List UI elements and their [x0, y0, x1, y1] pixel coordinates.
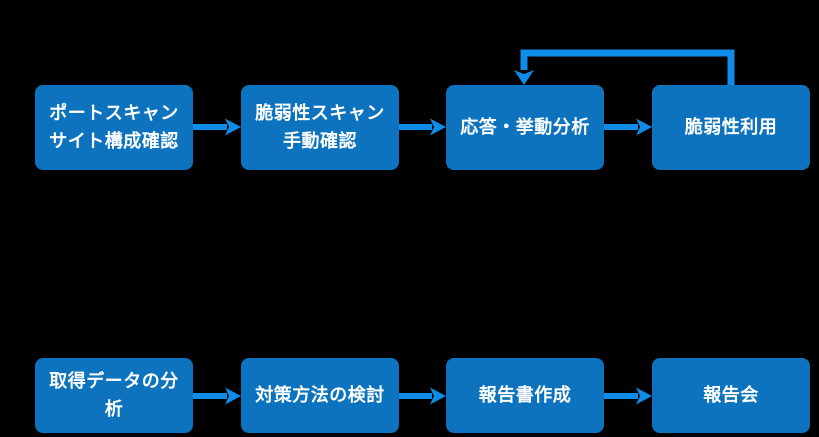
process-box-countermeasure-review: 対策方法の検討 [241, 358, 399, 433]
process-box-port-scan-site-check: ポートスキャン サイト構成確認 [35, 85, 193, 170]
process-box-debrief-meeting: 報告会 [652, 358, 810, 433]
process-box-label: 脆弱性利用 [684, 116, 778, 138]
arrow-analysis-to-exploit [604, 118, 652, 136]
process-box-label: 応答・挙動分析 [460, 116, 590, 138]
process-box-label: 取得データの分 析 [49, 370, 179, 420]
arrow-countermeasure-to-report [399, 387, 446, 405]
process-box-label: 脆弱性スキャン 手動確認 [255, 102, 385, 152]
arrow-exploit-loop-to-analysis [514, 49, 735, 85]
process-box-vuln-scan-manual-check: 脆弱性スキャン 手動確認 [241, 85, 399, 170]
arrow-vulnscan-to-analysis [399, 118, 446, 136]
process-box-label: ポートスキャン サイト構成確認 [49, 102, 179, 152]
process-box-report-writing: 報告書作成 [446, 358, 604, 433]
process-box-label: 対策方法の検討 [255, 384, 385, 406]
arrow-report-to-debrief [604, 387, 652, 405]
process-box-label: 報告書作成 [478, 384, 572, 406]
process-box-vulnerability-exploitation: 脆弱性利用 [652, 85, 810, 170]
process-box-acquired-data-analysis: 取得データの分 析 [35, 358, 193, 433]
arrow-portscan-to-vulnscan [193, 118, 241, 136]
process-box-label: 報告会 [703, 384, 759, 406]
process-box-response-behavior-analysis: 応答・挙動分析 [446, 85, 604, 170]
arrow-dataanalysis-to-countermeasure [193, 387, 241, 405]
